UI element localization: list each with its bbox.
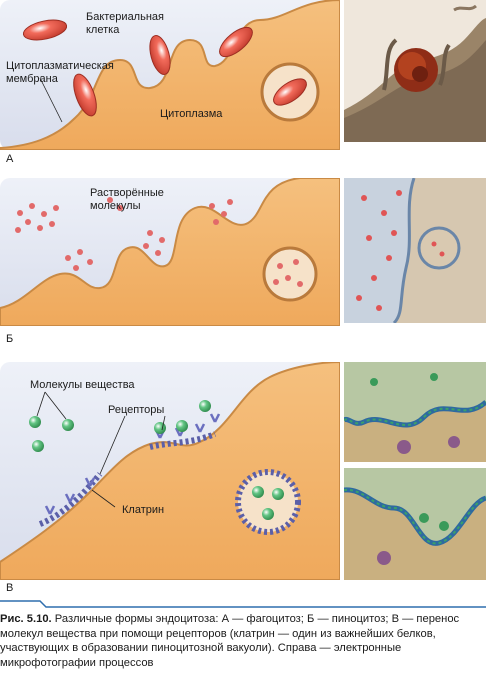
caption-divider <box>0 600 486 608</box>
substance-molecule <box>272 488 284 500</box>
phagocytosis-micrograph <box>344 0 486 142</box>
bacterium <box>273 78 307 106</box>
substance-label: Молекулы вещества <box>30 379 135 391</box>
panel-b: Растворённые молекулы Б <box>0 178 486 348</box>
substance-molecule <box>176 420 188 432</box>
receptor-endocytosis-diagram <box>0 362 340 580</box>
receptor-micrograph-bottom <box>344 468 486 580</box>
panel-b-letter: Б <box>6 333 14 345</box>
clathrin-coat <box>38 472 103 527</box>
bacterium-label: Бактериальная клетка <box>86 11 164 36</box>
panel-c-letter: В <box>6 582 14 594</box>
bacterium <box>73 73 97 117</box>
label-pointer <box>39 77 63 123</box>
bacterium <box>219 26 253 58</box>
pinocytosis-micrograph <box>344 178 486 323</box>
substance-molecule <box>199 400 211 412</box>
substance-molecule <box>29 416 41 428</box>
label-pointers <box>36 391 166 508</box>
figure-number: Рис. 5.10. <box>0 613 52 625</box>
bacterium <box>149 35 171 75</box>
clathrin-label: Клатрин <box>122 504 165 516</box>
clathrin-coat <box>149 431 217 450</box>
coated-vesicle <box>235 469 301 535</box>
dissolved-molecules <box>15 197 303 287</box>
membrane-label: Цитоплазматическая мембрана <box>6 60 114 85</box>
vesicle <box>262 246 318 302</box>
receptors-label: Рецепторы <box>108 404 165 416</box>
panel-c: Молекулы вещества Рецепторы Клатрин В <box>0 362 486 594</box>
panel-a: Бактериальная клетка Цитоплазматическая … <box>0 0 486 165</box>
substance-molecule <box>262 508 274 520</box>
figure-caption: Рис. 5.10. Различные формы эндоцитоза: А… <box>0 612 486 670</box>
pinocytosis-diagram <box>0 178 340 326</box>
cytoplasm-b <box>0 178 340 326</box>
substance-molecule <box>154 422 166 434</box>
cytoplasm-label: Цитоплазма <box>160 108 223 120</box>
substance-molecule <box>32 440 44 452</box>
dissolved-molecules-label: Растворённые молекулы <box>90 187 164 212</box>
substance-molecule <box>62 419 74 431</box>
receptor-micrograph-top <box>344 362 486 462</box>
panel-a-letter: А <box>6 153 14 165</box>
caption-text: Различные формы эндоцитоза: А — фагоцито… <box>0 613 460 669</box>
bacterium <box>22 19 68 41</box>
substance-molecule <box>252 486 264 498</box>
phagocytosis-diagram <box>0 0 340 150</box>
